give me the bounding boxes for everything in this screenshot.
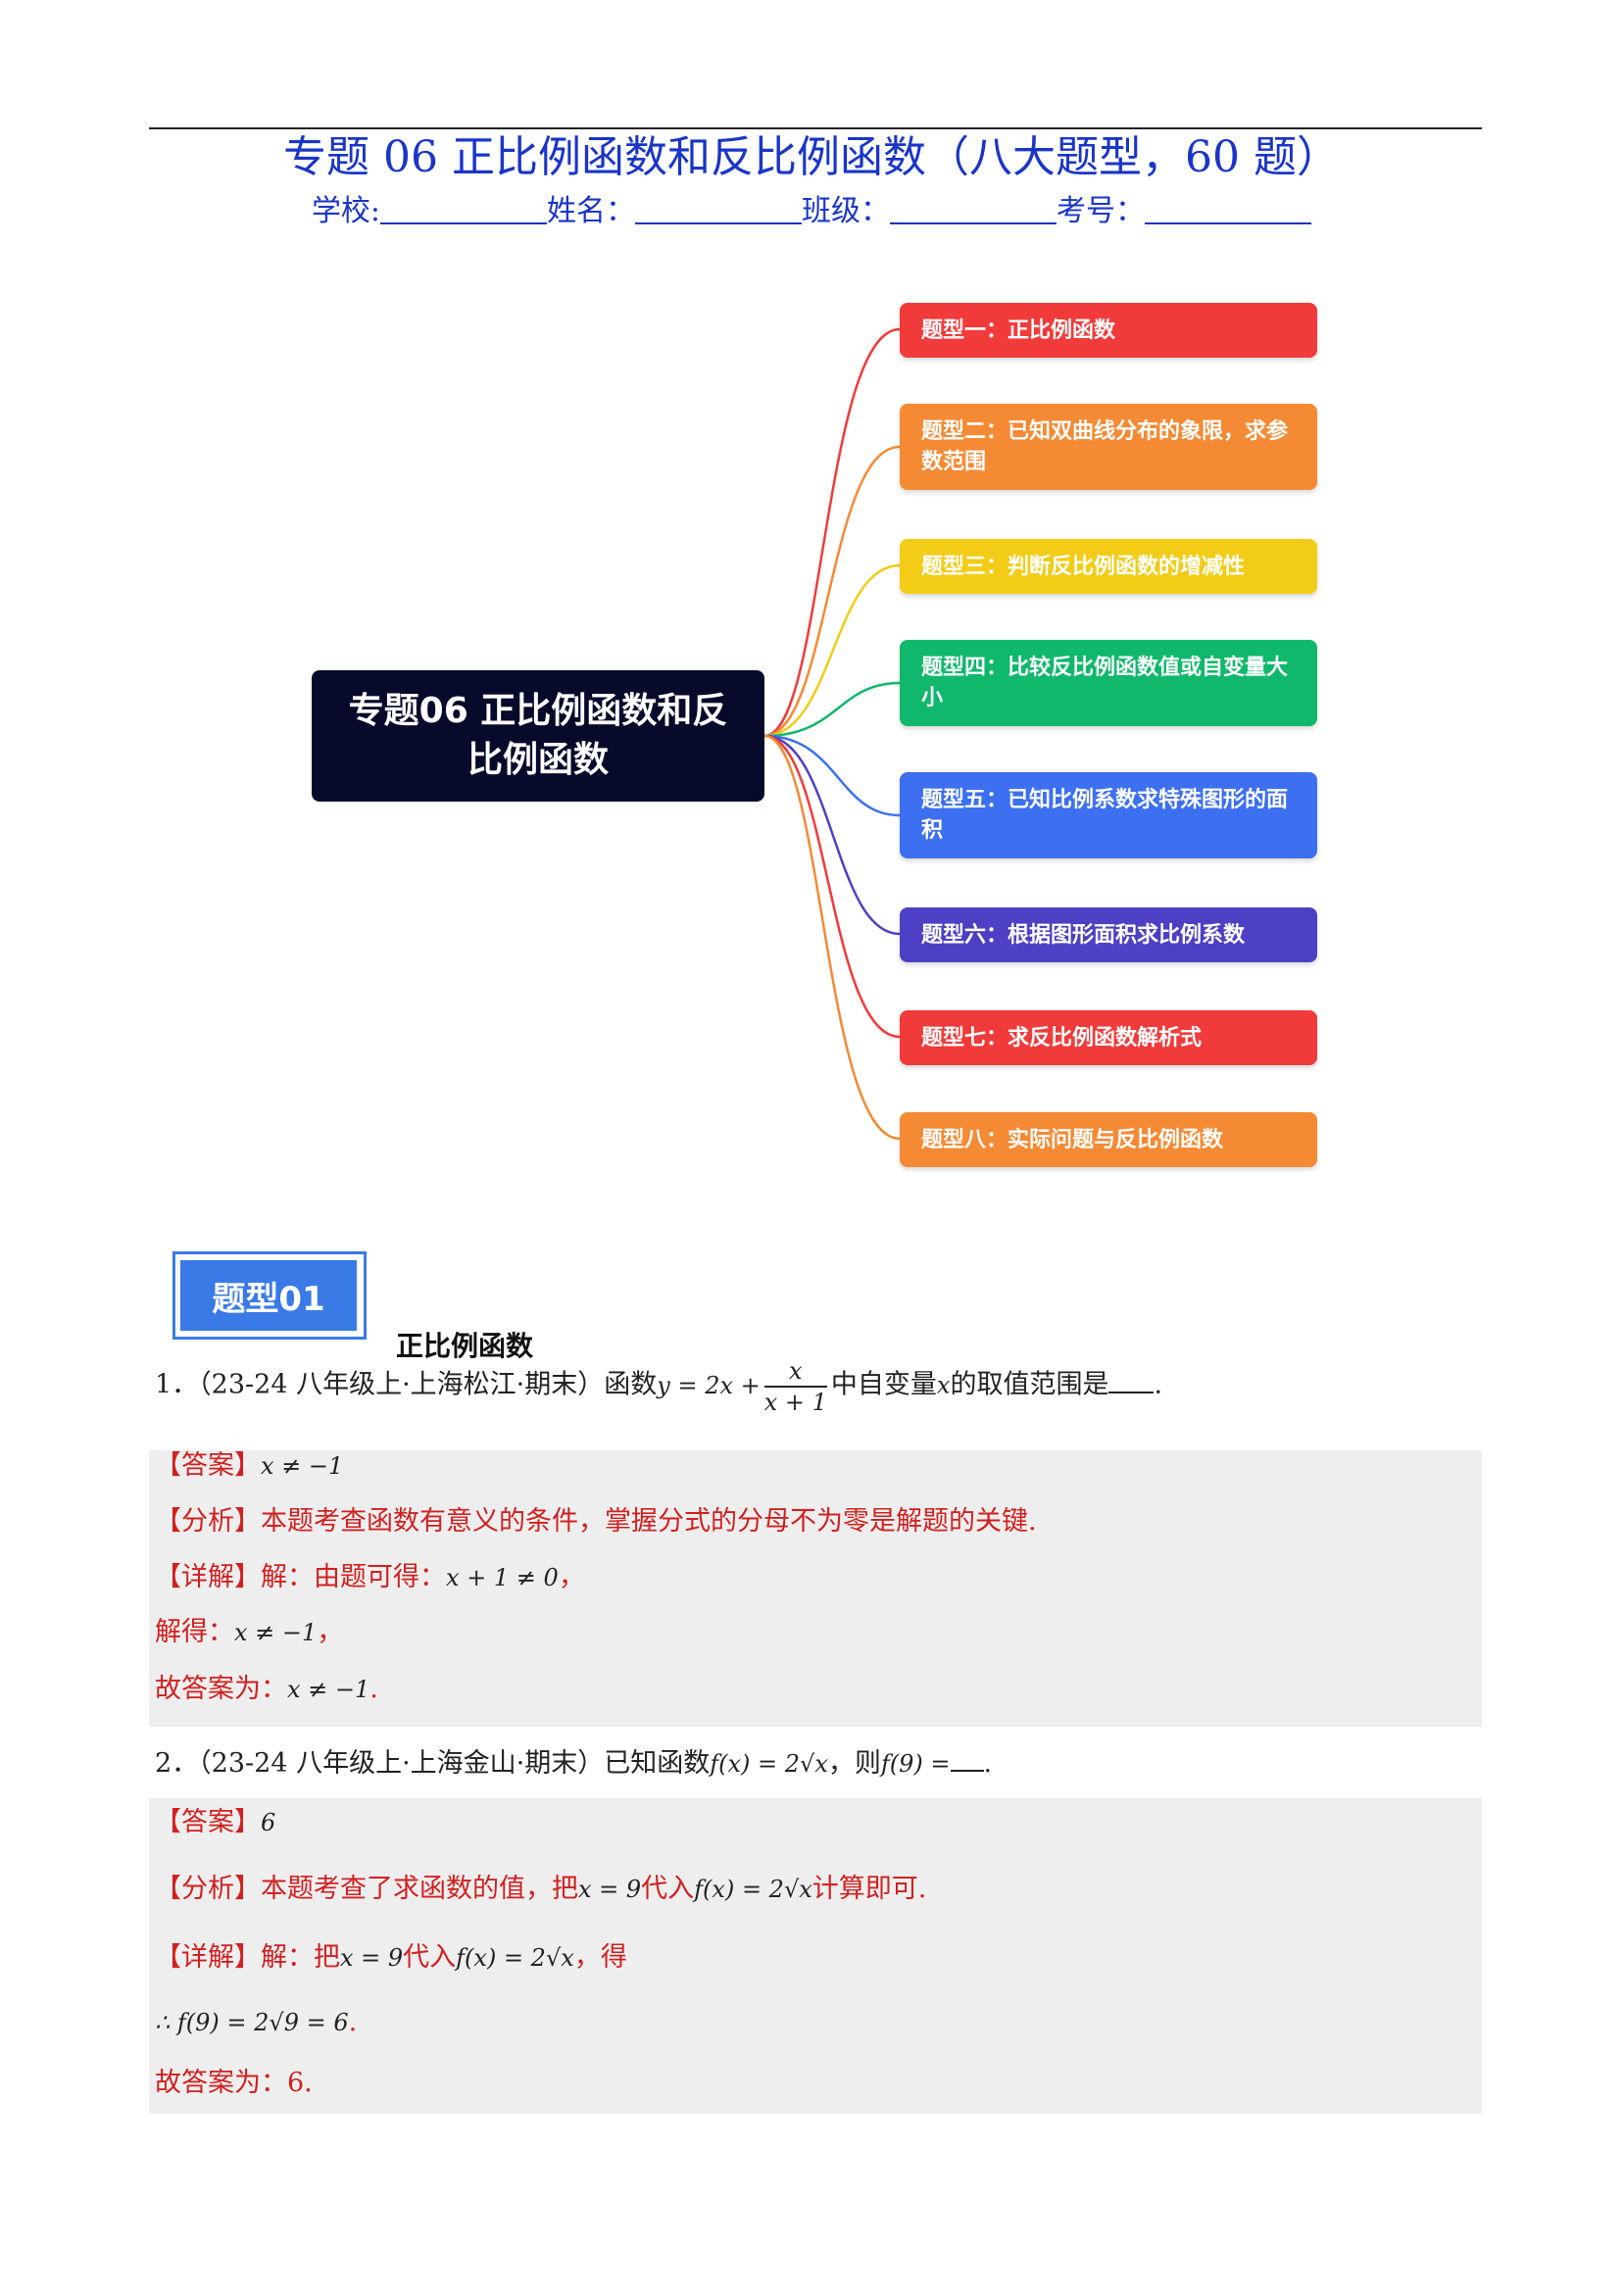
branch-type-1[interactable]: 题型一：正比例函数 <box>900 303 1317 358</box>
branch-type-4[interactable]: 题型四：比较反比例函数值或自变量大小 <box>900 640 1317 726</box>
branch-type-7[interactable]: 题型七：求反比例函数解析式 <box>900 1010 1317 1065</box>
section-badge: 题型01 <box>172 1251 369 1342</box>
q2-answer-blank[interactable] <box>950 1746 984 1772</box>
q2-detail-label: 【详解】 <box>155 1942 261 1973</box>
branch-type-5[interactable]: 题型五：已知比例系数求特殊图形的面积 <box>900 772 1317 858</box>
badge-label: 题型01 <box>180 1260 357 1331</box>
number-blank[interactable] <box>1145 195 1312 224</box>
q1-solve-math: x ≠ −1 <box>234 1619 318 1646</box>
connector-6 <box>763 734 901 936</box>
q1-conclusion-line: 故答案为：x ≠ −1. <box>155 1674 378 1704</box>
connector-7 <box>763 734 901 1039</box>
q2-answer-label: 【答案】 <box>155 1807 261 1837</box>
q1-prefix: 1．（23-24 八年级上·上海松江·期末）函数 <box>155 1369 658 1400</box>
connector-1 <box>763 327 901 738</box>
school-label: 学校: <box>311 194 381 228</box>
branch-type-3[interactable]: 题型三：判断反比例函数的增减性 <box>900 539 1317 594</box>
q1-frac-num: x <box>763 1356 827 1388</box>
connector-2 <box>763 445 901 738</box>
q2-formula2: f(9) = <box>880 1750 951 1778</box>
q2-analysis-label: 【分析】 <box>155 1874 261 1904</box>
q2-prefix: 2．（23-24 八年级上·上海金山·期末）已知函数 <box>155 1748 711 1779</box>
q1-answer: x ≠ −1 <box>261 1452 344 1480</box>
name-label: 姓名： <box>547 194 636 228</box>
q2-answer-panel <box>149 1798 1482 2114</box>
connector-8 <box>763 734 901 1141</box>
question-2: 2．（23-24 八年级上·上海金山·期末）已知函数f(x) = 2√x，则f(… <box>155 1746 993 1779</box>
branch-type-8[interactable]: 题型八：实际问题与反比例函数 <box>900 1112 1317 1167</box>
q1-detail-label: 【详解】 <box>155 1562 261 1592</box>
top-rule <box>149 127 1482 129</box>
q1-suffix: 的取值范围是 <box>950 1369 1109 1400</box>
q2-compute-line: ∴ f(9) = 2√9 = 6. <box>155 2007 358 2037</box>
q2-compute-math: ∴ f(9) = 2√9 = 6 <box>155 2009 349 2036</box>
q1-analysis-label: 【分析】 <box>155 1506 261 1537</box>
name-blank[interactable] <box>635 195 803 224</box>
q1-analysis-line: 【分析】本题考查函数有意义的条件，掌握分式的分母不为零是解题的关键. <box>155 1504 1037 1539</box>
page-title: 专题 06 正比例函数和反比例函数（八大题型，60 题） <box>283 132 1340 182</box>
q2-analysis-line: 【分析】本题考查了求函数的值，把x = 9代入f(x) = 2√x计算即可. <box>155 1874 927 1904</box>
q2-answer: 6 <box>261 1809 276 1836</box>
class-label: 班级： <box>802 194 891 228</box>
q1-analysis: 本题考查函数有意义的条件，掌握分式的分母不为零是解题的关键. <box>261 1506 1037 1537</box>
q1-answer-line: 【答案】x ≠ −1 <box>155 1448 343 1484</box>
q1-detail-math: x + 1 ≠ 0 <box>446 1564 559 1591</box>
student-info-line: 学校: 姓名： 班级： 考号： <box>0 192 1623 231</box>
branch-type-6[interactable]: 题型六：根据图形面积求比例系数 <box>900 907 1317 962</box>
badge-frame <box>172 1251 367 1340</box>
q1-answer-label: 【答案】 <box>155 1450 261 1481</box>
q1-conclusion-math: x ≠ −1 <box>287 1676 370 1703</box>
q2-detail-line: 【详解】解：把x = 9代入f(x) = 2√x，得 <box>155 1942 627 1973</box>
connector-4 <box>763 681 901 738</box>
number-label: 考号： <box>1057 194 1146 228</box>
section-heading: 正比例函数 <box>396 1330 534 1362</box>
branch-type-2[interactable]: 题型二：已知双曲线分布的象限，求参数范围 <box>900 404 1317 490</box>
connector-5 <box>763 734 901 817</box>
q2-conclusion-line: 故答案为：6. <box>155 2068 313 2098</box>
q1-solve-line: 解得：x ≠ −1， <box>155 1617 344 1647</box>
q2-answer-line: 【答案】6 <box>155 1805 275 1840</box>
q1-answer-blank[interactable] <box>1108 1368 1155 1393</box>
q1-frac-den: x + 1 <box>763 1389 827 1416</box>
q1-answer-panel <box>149 1450 1482 1727</box>
school-blank[interactable] <box>380 195 548 224</box>
class-blank[interactable] <box>890 195 1057 224</box>
mindmap-center-node: 专题06 正比例函数和反比例函数 <box>312 670 764 802</box>
q2-formula: f(x) = 2√x <box>710 1750 828 1778</box>
q1-var: x <box>936 1371 951 1399</box>
connector-3 <box>763 563 901 738</box>
q1-mid: 中自变量 <box>830 1369 937 1400</box>
q1-detail-line: 【详解】解：由题可得：x + 1 ≠ 0， <box>155 1562 585 1592</box>
